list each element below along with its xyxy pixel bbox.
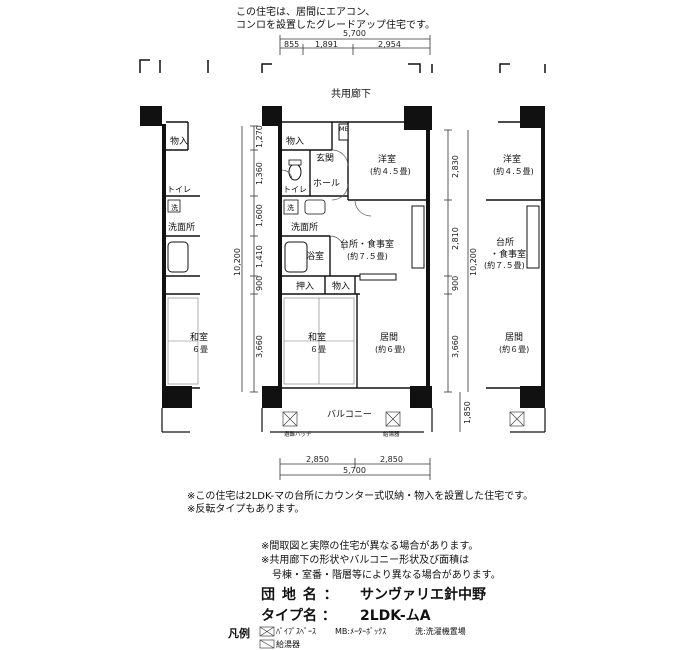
type-name-label: タイプ名 ： xyxy=(261,608,336,624)
dim-right-seg1: 2,830 xyxy=(451,155,460,178)
dim-top-total: 5,700 xyxy=(343,29,366,38)
bottom-dimensions xyxy=(279,458,431,480)
dim-bottom-seg2: 2,850 xyxy=(380,455,403,464)
dim-top-seg1: 855 xyxy=(284,40,299,49)
note-2: ※反転タイプもあります。 xyxy=(187,504,305,515)
dim-top-seg2: 1,891 xyxy=(315,40,338,49)
legend-mb: MB:ﾒｰﾀｰﾎﾞｯｸｽ xyxy=(335,627,387,636)
right-dimensions xyxy=(444,129,469,432)
complex-name: サンヴァリエ針中野 xyxy=(360,587,486,603)
left-toilet-label: トイレ xyxy=(167,185,191,194)
dim-bottom-total: 5,700 xyxy=(343,466,366,475)
mb-label: MB xyxy=(339,125,349,133)
dim-left-seg6: 3,660 xyxy=(255,335,264,358)
type-name: 2LDK-ムA xyxy=(360,608,431,624)
water-heater-label: 給湯器 xyxy=(383,430,400,438)
kitchen-size: (約７.５畳) xyxy=(347,251,388,261)
left-dimensions xyxy=(241,125,258,393)
dim-bottom-seg1: 2,850 xyxy=(306,455,329,464)
dim-left-seg4: 1,410 xyxy=(255,245,264,268)
legend-pipe: ﾊﾟｲﾌﾟｽﾍﾟｰｽ xyxy=(276,627,316,636)
western-room-size: (約４.５畳) xyxy=(370,166,411,176)
left-japanese-room-label: 和室 xyxy=(190,331,208,343)
right-unit xyxy=(486,106,546,433)
dim-left-seg5: 900 xyxy=(255,276,264,291)
right-kitchen-size: (約７.５畳) xyxy=(484,260,525,270)
right-kitchen-label-1: 台所 xyxy=(496,236,514,248)
balcony-label: バルコニー xyxy=(327,409,372,420)
dim-right-seg3: 900 xyxy=(451,276,460,291)
left-storage-label: 物入 xyxy=(170,135,188,147)
note-3: ※間取図と実際の住宅が異なる場合があります。 xyxy=(261,541,479,552)
left-washroom-label: 洗面所 xyxy=(168,221,195,233)
washroom-label: 洗面所 xyxy=(291,221,318,233)
legend-title: 凡例 xyxy=(228,627,250,640)
japanese-room-label: 和室 xyxy=(308,331,326,343)
entrance-label: 玄関 xyxy=(316,152,334,164)
left-japanese-room-size: ６畳 xyxy=(192,345,208,354)
dim-right-total: 10,200 xyxy=(469,248,478,276)
header-note-line2: コンロを設置したグレードアップ住宅です。 xyxy=(236,20,435,31)
storage-label-1: 物入 xyxy=(286,135,304,147)
closet-label: 押入 xyxy=(296,280,314,292)
header-note-line1: この住宅は、居間にエアコン、 xyxy=(236,7,376,18)
dim-balcony-depth: 1,850 xyxy=(463,401,472,424)
right-kitchen-label-2: ・食事室 xyxy=(490,248,526,260)
right-living-label: 居間 xyxy=(505,332,523,343)
right-western-room-label: 洋室 xyxy=(503,153,521,165)
center-unit xyxy=(261,106,433,433)
japanese-room-size: ６畳 xyxy=(310,345,326,354)
living-size: (約６畳) xyxy=(375,344,405,354)
corridor-label: 共用廊下 xyxy=(331,87,371,100)
legend-heater: 給湯器 xyxy=(276,640,300,649)
dim-left-seg3: 1,600 xyxy=(255,204,264,227)
legend-symbols xyxy=(259,626,275,649)
living-label: 居間 xyxy=(380,332,398,343)
top-dimensions xyxy=(279,35,431,55)
washer-label: 洗 xyxy=(287,203,294,212)
dim-left-total: 10,200 xyxy=(233,248,242,276)
dim-right-seg4: 3,660 xyxy=(451,335,460,358)
western-room-label: 洋室 xyxy=(378,153,396,165)
kitchen-label: 台所・食事室 xyxy=(340,238,394,250)
note-4: ※共用廊下の形状やバルコニー形状及び面積は xyxy=(261,555,470,566)
emergency-exit-label: 避難ハッチ xyxy=(284,430,312,438)
right-western-room-size: (約４.５畳) xyxy=(493,166,534,176)
hall-label: ホール xyxy=(313,178,340,189)
left-unit xyxy=(140,106,200,433)
dim-right-seg2: 2,810 xyxy=(451,227,460,250)
dim-left-seg2: 1,360 xyxy=(255,162,264,185)
corridor-walls xyxy=(139,59,546,73)
dim-left-seg1: 1,270 xyxy=(255,125,264,148)
complex-name-label: 団 地 名 ： xyxy=(261,587,339,603)
legend-washer: 洗:洗濯機置場 xyxy=(415,627,466,636)
storage-label-2: 物入 xyxy=(332,280,350,292)
dim-top-seg3: 2,954 xyxy=(378,40,401,49)
bath-label: 浴室 xyxy=(306,250,324,262)
left-washer-label: 洗 xyxy=(171,203,178,212)
note-5: 号棟・室番・階層等により異なる場合があります。 xyxy=(272,570,501,581)
note-1: ※この住宅は2LDK-マの台所にカウンター式収納・物入を設置した住宅です。 xyxy=(187,491,534,502)
right-living-size: (約６畳) xyxy=(499,344,529,354)
toilet-label: トイレ xyxy=(283,185,307,194)
